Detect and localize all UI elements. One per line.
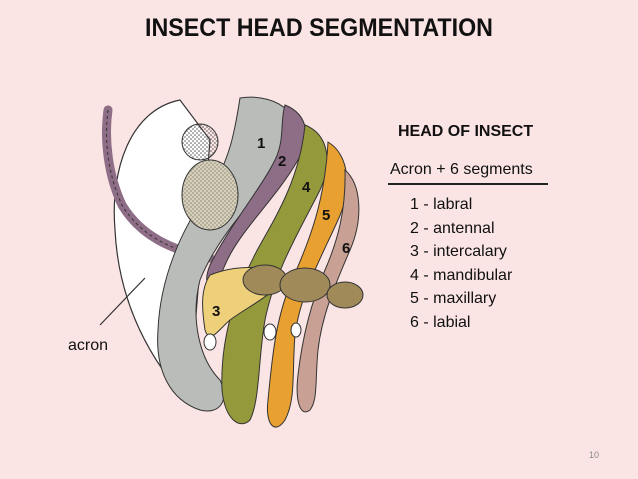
segment-number-3: 3	[212, 303, 220, 320]
segment-number-4: 4	[302, 179, 311, 196]
legend-subheading: Acron + 6 segments	[390, 161, 533, 178]
legend-heading: HEAD OF INSECT	[398, 123, 534, 140]
segment-list: 1 - labral 2 - antennal 3 - intercalary …	[410, 193, 512, 335]
ganglion-labial	[326, 281, 364, 309]
list-item: 5 - maxillary	[410, 290, 497, 308]
brain-lobe-upper	[181, 123, 219, 161]
segment-number-2: 2	[278, 153, 286, 170]
list-item: 2 - antennal	[410, 219, 495, 237]
list-item: 6 - labial	[410, 313, 471, 331]
segment-number-6: 6	[342, 240, 350, 257]
segment-number-1: 1	[257, 135, 265, 152]
insect-head-diagram: acron 1 2 3 4 5 6	[68, 96, 364, 428]
slide-title: INSECT HEAD SEGMENTATION	[145, 14, 493, 42]
legend-divider	[388, 183, 548, 185]
ganglion-maxillary	[279, 267, 331, 303]
acron-label: acron	[68, 337, 108, 354]
list-item: 1 - labral	[410, 196, 473, 213]
list-item: 3 - intercalary	[410, 243, 507, 261]
list-item: 4 - mandibular	[410, 266, 513, 284]
segment-number-5: 5	[322, 207, 330, 224]
ganglion-mandibular	[242, 264, 288, 296]
page-number: 10	[589, 450, 600, 460]
